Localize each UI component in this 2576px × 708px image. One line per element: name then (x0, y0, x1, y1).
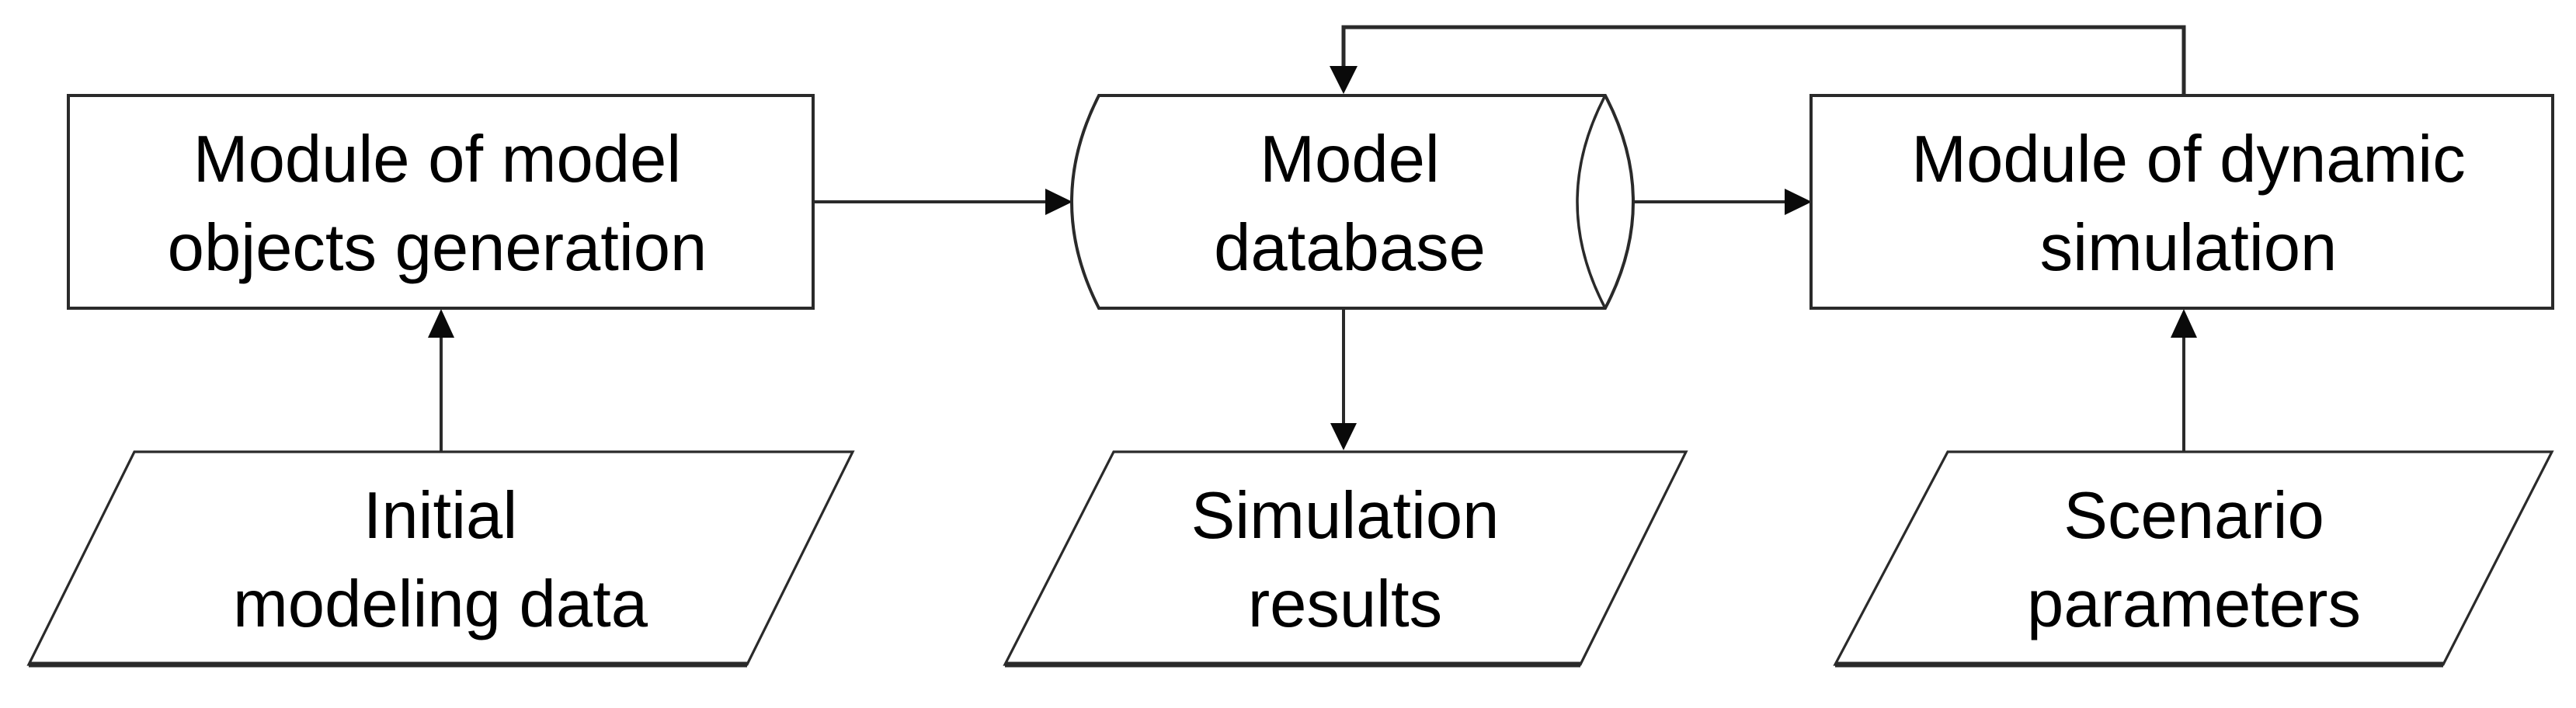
node-model-database: Model database (1070, 94, 1635, 310)
node-label-line1: Initial (363, 479, 517, 553)
edge-scenario-parameters-to-dynamic-simulation (2171, 309, 2197, 453)
node-label-line1: Model (1260, 123, 1440, 196)
node-initial-modeling-data: Initial modeling data (26, 450, 855, 668)
node-label-line2: database (1214, 211, 1486, 285)
edge-dynamic-simulation-feedback-to-database (1330, 25, 2186, 95)
process-rectangle (67, 94, 815, 310)
node-label-line2: objects generation (168, 211, 707, 285)
node-label-line1: Module of dynamic (1911, 123, 2465, 196)
node-label-line1: Simulation (1191, 479, 1500, 553)
edge-database-to-simulation-results (1330, 309, 1357, 450)
cylinder-end-cap-arc (1576, 95, 1607, 309)
arrowhead-up (428, 309, 454, 338)
node-label-line2: parameters (2027, 567, 2361, 641)
edge-initial-data-to-objects-generation (428, 309, 454, 453)
node-label-line2: results (1248, 567, 1442, 641)
node-label-line1: Scenario (2063, 479, 2324, 553)
node-label-line2: simulation (2040, 211, 2338, 285)
node-label-line1: Module of model (193, 123, 681, 196)
node-module-of-dynamic-simulation: Module of dynamic simulation (1809, 94, 2554, 310)
arrowhead-right (1045, 189, 1072, 215)
edge-objects-generation-to-database (813, 189, 1072, 215)
node-simulation-results: Simulation results (1003, 450, 1688, 668)
edge-database-to-dynamic-simulation (1633, 189, 1812, 215)
process-rectangle (1809, 94, 2554, 310)
node-scenario-parameters: Scenario parameters (1833, 450, 2554, 668)
arrowhead-up (2171, 309, 2197, 338)
node-module-of-model-objects-generation: Module of model objects generation (67, 94, 815, 310)
node-label-line2: modeling data (233, 567, 648, 641)
arrowhead-right (1785, 189, 1812, 215)
arrowhead-down (1330, 423, 1357, 450)
arrowhead-down (1330, 66, 1358, 94)
